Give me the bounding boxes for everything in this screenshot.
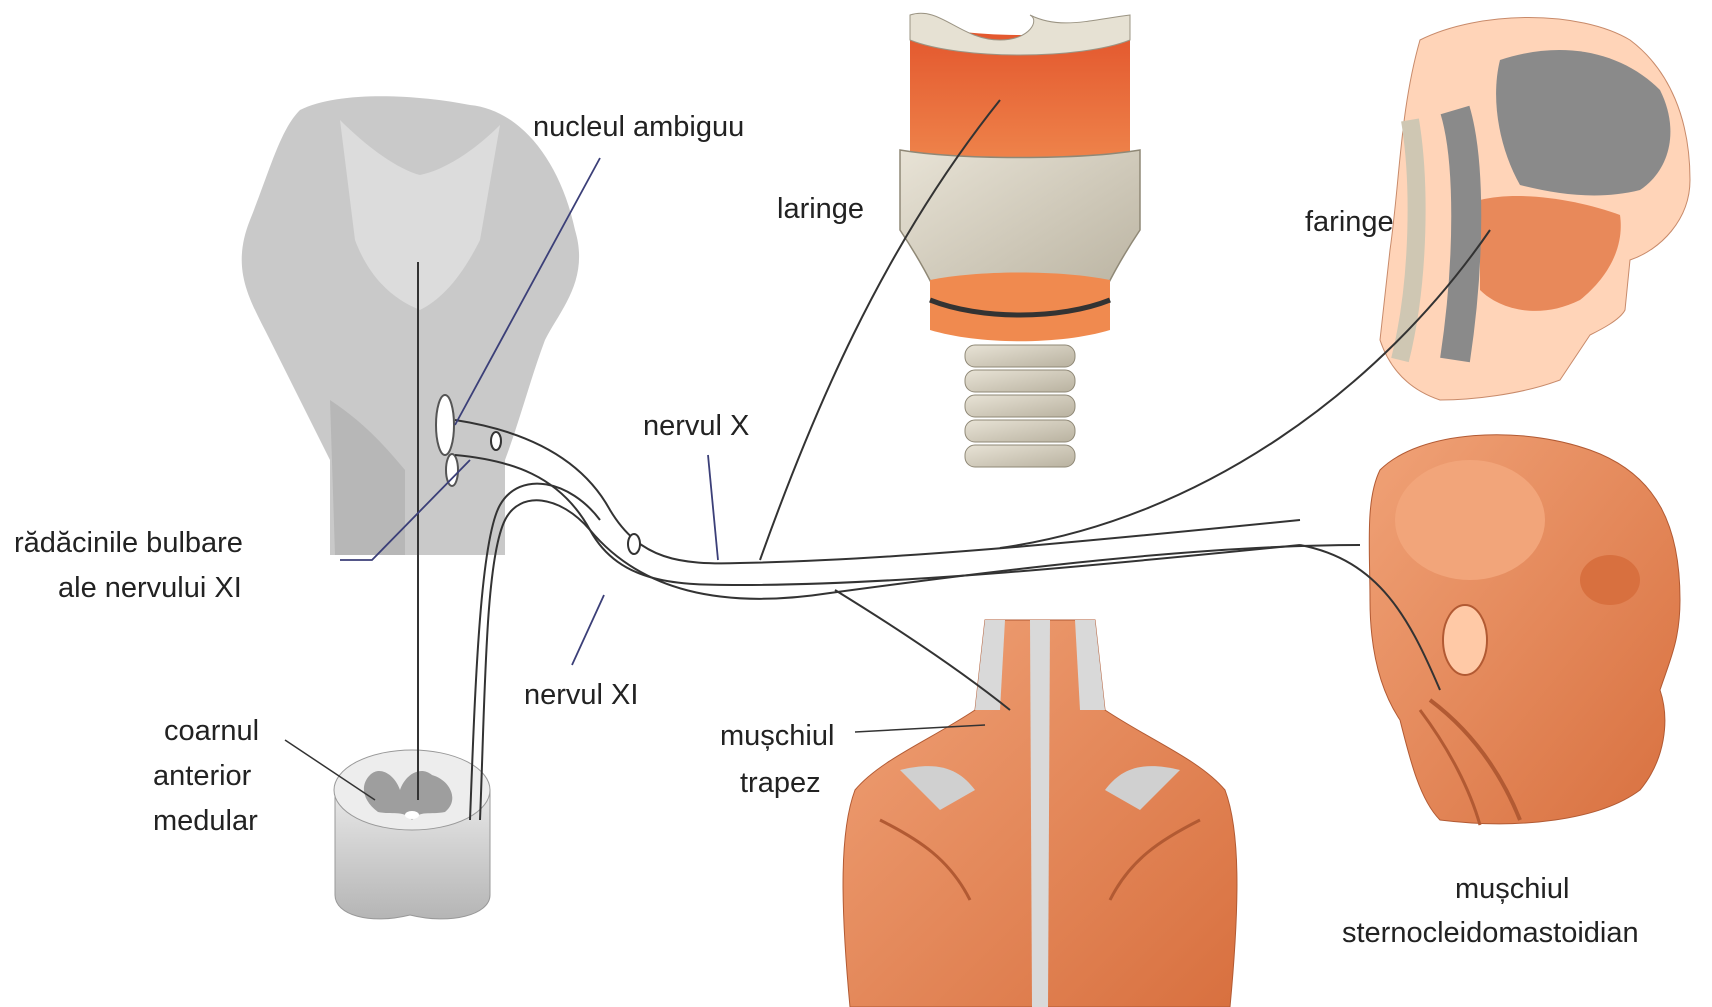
label-coarnul-line2: anterior <box>153 760 252 792</box>
pharynx-illustration <box>1380 18 1690 401</box>
larynx-illustration <box>900 13 1140 467</box>
label-nervul-xi: nervul XI <box>524 679 638 711</box>
label-muschiul-trapez-line1: mușchiul <box>720 720 834 752</box>
leader-nervul-xi <box>572 595 604 665</box>
label-radacinile-line1: rădăcinile bulbare <box>14 527 243 559</box>
label-laringe: laringe <box>777 193 864 225</box>
label-nervul-x: nervul X <box>643 410 749 442</box>
label-radacinile-line2: ale nervului XI <box>58 572 242 604</box>
label-faringe: faringe <box>1305 206 1394 238</box>
label-coarnul-line1: coarnul <box>164 715 259 747</box>
label-muschiul-scm-line2: sternocleidomastoidian <box>1342 917 1639 949</box>
brainstem-section <box>242 96 579 555</box>
label-muschiul-trapez-line2: trapez <box>740 767 821 799</box>
head-muscles-illustration <box>1369 435 1680 825</box>
label-muschiul-scm-line1: mușchiul <box>1455 873 1569 905</box>
spinal-cord-section <box>334 750 490 919</box>
leader-nervul-x <box>708 455 718 560</box>
label-nucleul-ambiguu: nucleul ambiguu <box>533 111 744 143</box>
back-muscles-illustration <box>843 620 1237 1007</box>
label-coarnul-line3: medular <box>153 805 258 837</box>
trachea-rings <box>965 345 1075 467</box>
vagus-nerve-upper <box>455 420 1300 563</box>
